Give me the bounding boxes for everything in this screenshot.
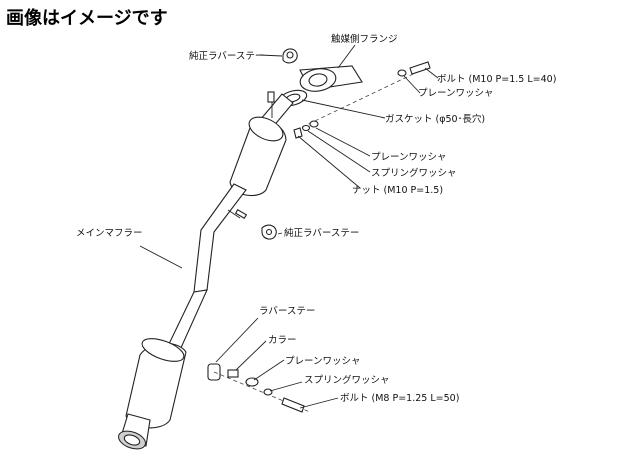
- collar-shape: [227, 369, 239, 378]
- label-rubber-stay: ラバーステー: [259, 306, 315, 317]
- nut-shape: [293, 127, 303, 139]
- label-bolt-m8: ボルト (M8 P=1.25 L=50): [340, 393, 459, 404]
- label-main-muffler: メインマフラー: [76, 228, 143, 239]
- label-nut: ナット (M10 P=1.5): [352, 185, 443, 196]
- label-bolt-m10: ボルト (M10 P=1.5 L=40): [437, 74, 556, 85]
- leader-lines: [139, 44, 439, 409]
- label-plain-washer-1: プレーンワッシャ: [418, 88, 494, 99]
- label-spring-washer-2: スプリングワッシャ: [304, 374, 390, 386]
- spring-washer-bottom-shape: [263, 388, 273, 396]
- lower-pipe: [167, 289, 208, 351]
- page-title: 画像はイメージです: [6, 8, 168, 29]
- label-flange: 触媒側フランジ: [331, 33, 398, 45]
- part-labels: 純正ラバーステー 触媒側フランジ ボルト (M10 P=1.5 L=40) プレ…: [76, 33, 556, 404]
- label-spring-washer-1: スプリングワッシャ: [371, 167, 457, 179]
- exhaust-system-drawing: [118, 48, 431, 450]
- label-plain-washer-3: プレーンワッシャ: [285, 356, 361, 367]
- plain-washer-bottom-shape: [245, 377, 259, 387]
- bolt-m10-shape: [409, 61, 431, 75]
- label-collar: カラー: [268, 335, 297, 346]
- plain-washer-top-shape: [397, 69, 407, 77]
- spring-washer-nut-shape: [301, 124, 311, 132]
- mid-pipe: [193, 183, 247, 293]
- plain-washer-nut-shape: [309, 120, 319, 128]
- label-stay-rubber-mid: 純正ラバーステー: [284, 227, 359, 239]
- bolt-m8-shape: [281, 397, 305, 413]
- label-gasket: ガスケット (φ50･長穴): [385, 113, 485, 125]
- label-plain-washer-2: プレーンワッシャ: [371, 152, 447, 163]
- label-stay-rubber-top: 純正ラバーステー: [189, 50, 264, 62]
